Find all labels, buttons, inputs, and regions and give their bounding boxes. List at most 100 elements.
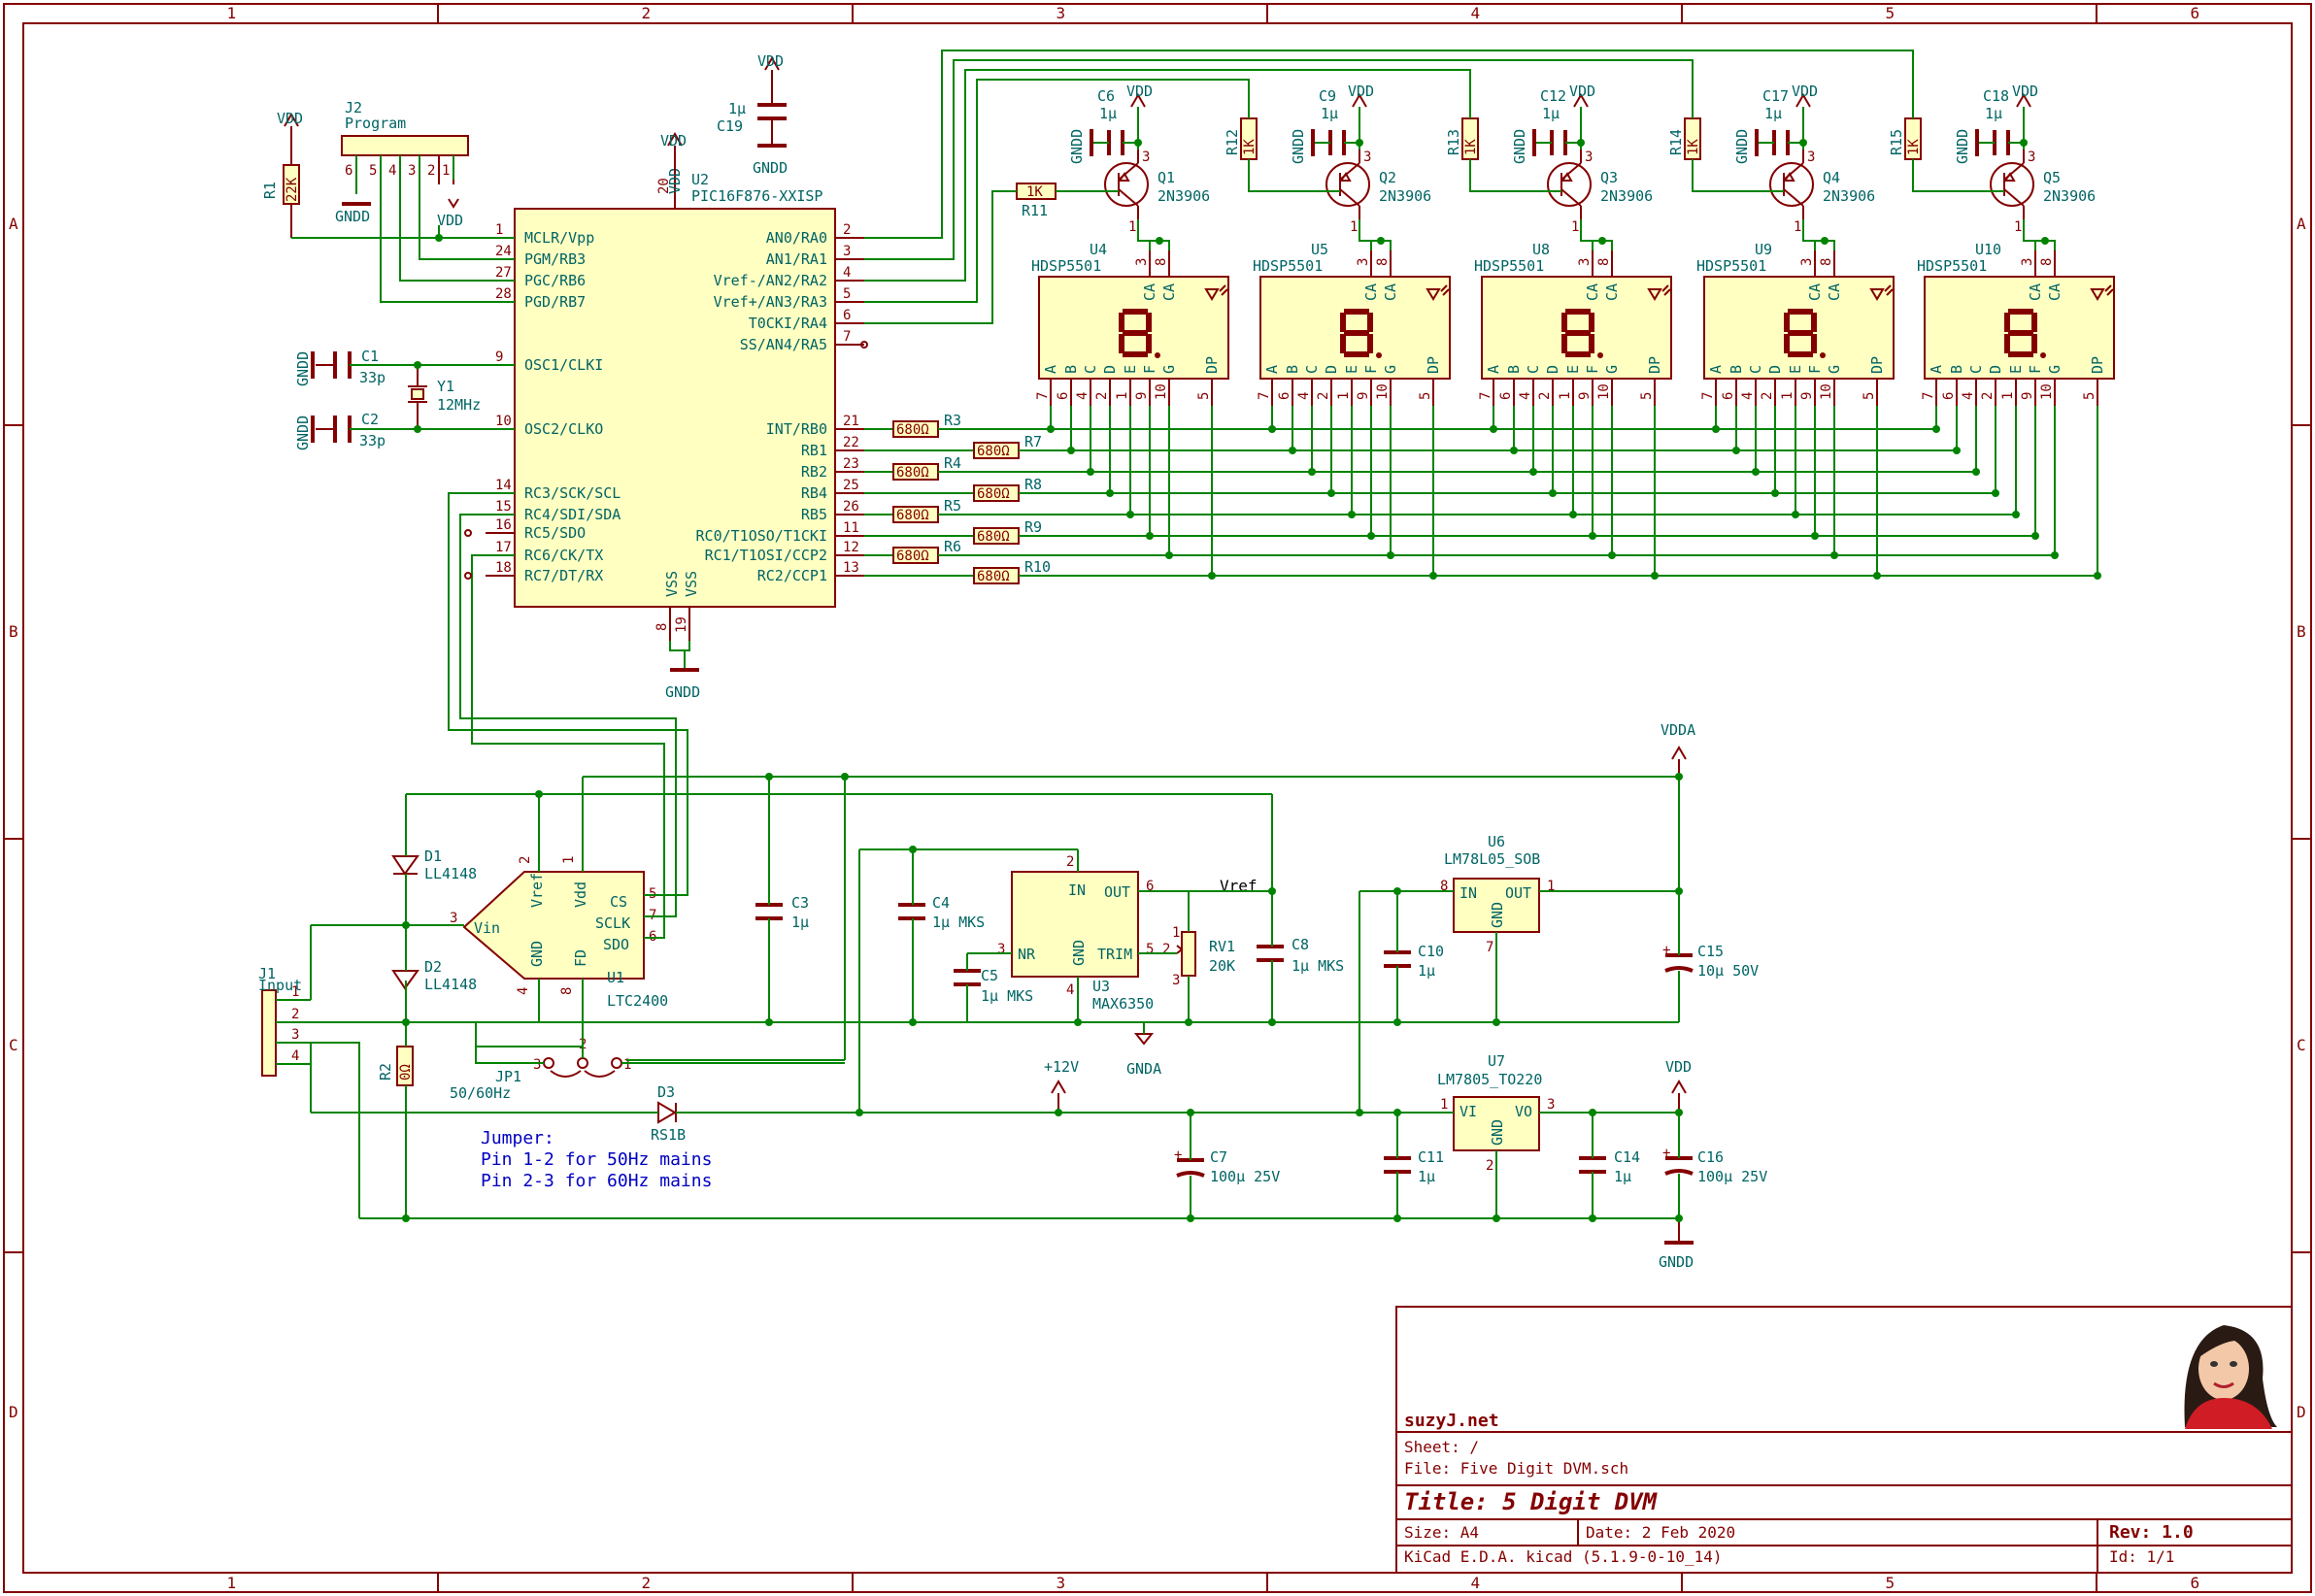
grid-row-label-left: D (9, 1403, 18, 1421)
sheet-size: Size: A4 (1404, 1523, 1479, 1542)
mcu-left-pin-num: 18 (495, 560, 512, 576)
svg-text:GND: GND (1070, 940, 1088, 966)
cap-c8[interactable]: C8 1µ MKS (1257, 936, 1344, 975)
display-ref: U4 (1090, 241, 1107, 258)
svg-text:Program: Program (345, 115, 406, 132)
svg-text:RV1: RV1 (1209, 938, 1235, 955)
display-pin-name: CA (1382, 283, 1399, 301)
grid-row-label-right: B (2297, 622, 2306, 641)
svg-text:VDD: VDD (1126, 83, 1153, 100)
display-pin-num: 9 (1799, 392, 1815, 400)
svg-text:1: 1 (1440, 1097, 1448, 1113)
svg-text:1µ: 1µ (1418, 962, 1435, 980)
mcu-left-pin-name: RC5/SDO (524, 524, 586, 542)
reference-u3[interactable]: IN OUT NR TRIM GND 2 6 3 5 4 U3 MAX6350 (997, 854, 1154, 1013)
trimmer-rv1[interactable]: RV1 20K 1 2 3 (1162, 925, 1235, 988)
resistor-r2[interactable]: R2 0Ω (377, 1046, 414, 1086)
j1-pin-num: 4 (291, 1048, 299, 1064)
display-pin-name: CA (1806, 283, 1824, 301)
svg-text:R1: R1 (261, 182, 279, 199)
svg-text:12MHz: 12MHz (437, 396, 481, 414)
adc-u1[interactable]: U1 LTC2400 Vin Vref Vdd CS SCLK SDO GND … (450, 856, 668, 1010)
display-pin-num: 5 (1639, 392, 1655, 400)
resistor-r1[interactable]: VDD R1 22K (261, 110, 303, 238)
j2-pin-num: 4 (388, 163, 396, 179)
cap-c2[interactable]: C2 33p GNDD (294, 411, 386, 450)
cap-c3[interactable]: C3 1µ (755, 894, 809, 931)
grid-row-label-left: B (9, 622, 18, 641)
cap-c7[interactable]: + C7 100µ 25V (1174, 1147, 1280, 1185)
gndd-label: GNDD (1068, 129, 1086, 164)
grid-col-label-bottom: 2 (642, 1574, 652, 1592)
cap-c15[interactable]: + C15 10µ 50V (1662, 943, 1759, 980)
diode-d1[interactable]: D1 LL4148 (391, 848, 477, 882)
display-pin-num: 6 (1498, 392, 1514, 400)
svg-text:1: 1 (1571, 219, 1579, 235)
display-pin-name: D (1766, 365, 1784, 374)
display-pin-name: C (1303, 365, 1321, 374)
regulator-u6[interactable]: IN OUT GND 8 1 7 U6 LM78L05_SOB (1440, 833, 1555, 955)
outer-frame (3, 3, 2312, 1593)
cap-c1[interactable]: C1 33p GNDD (294, 348, 386, 386)
cap-c14[interactable]: C14 1µ (1579, 1148, 1640, 1185)
svg-text:C15: C15 (1697, 943, 1724, 960)
display-pin-num: 10 (1819, 383, 1834, 400)
sheet-date: Date: 2 Feb 2020 (1586, 1523, 1735, 1542)
crystal-y1[interactable]: Y1 12MHz (408, 365, 481, 429)
svg-text:GND: GND (1489, 1119, 1506, 1146)
mcu-left-pin-num: 28 (495, 286, 512, 302)
mcu-right-pin-name: SS/AN4/RA5 (740, 336, 827, 353)
transistor-value: 2N3906 (1158, 187, 1210, 205)
cap-c19[interactable]: VDD 1µ C19 GNDD (717, 52, 788, 177)
regulator-u7[interactable]: VI VO GND 1 3 2 U7 LM7805_TO220 (1437, 1052, 1555, 1174)
display-pin-name: F (1806, 365, 1824, 374)
svg-text:CS: CS (610, 893, 627, 911)
grid-col-label-top: 6 (2191, 4, 2200, 22)
mcu-ref: U2 (691, 171, 709, 188)
diode-d2[interactable]: D2 LL4148 (391, 958, 477, 993)
cap-value: 1µ (1985, 105, 2002, 122)
cap-c10[interactable]: C10 1µ (1384, 943, 1444, 980)
display-pin-name: B (1505, 365, 1523, 374)
svg-text:2: 2 (1162, 942, 1170, 957)
grid-row-label-right: C (2297, 1036, 2306, 1054)
svg-text:U7: U7 (1488, 1052, 1505, 1070)
svg-text:IN: IN (1068, 881, 1086, 899)
resistor-value: 1K (1026, 184, 1043, 200)
svg-text:33p: 33p (359, 369, 386, 386)
cap-c4[interactable]: C4 1µ MKS (898, 894, 985, 931)
cap-c11[interactable]: C11 1µ (1384, 1148, 1444, 1185)
display-ref: U9 (1755, 241, 1772, 258)
diode-d3[interactable]: D3 RS1B (651, 1083, 686, 1144)
grid-col-label-bottom: 4 (1471, 1574, 1481, 1592)
